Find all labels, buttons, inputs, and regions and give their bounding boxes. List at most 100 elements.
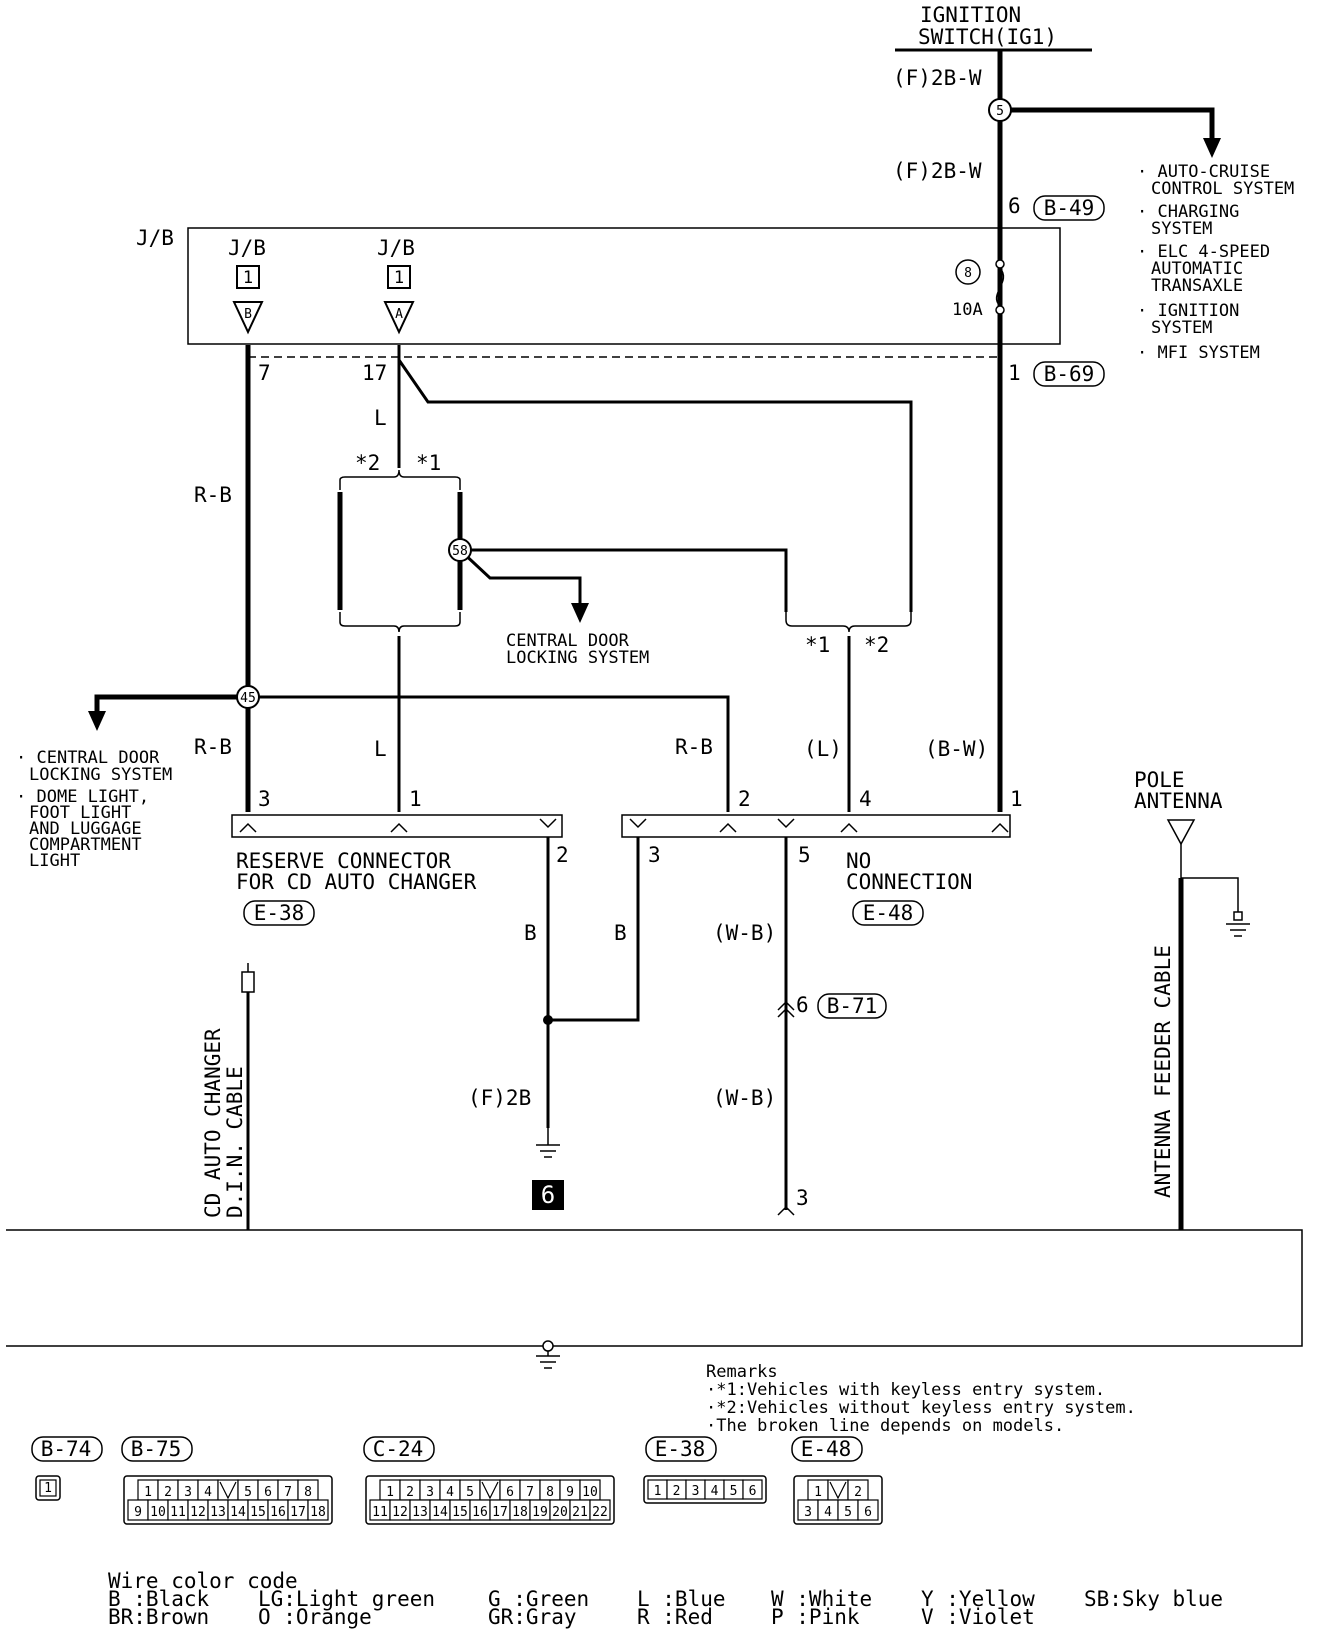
connector-view-id: C-24 xyxy=(373,1437,424,1461)
cavity-number: 4 xyxy=(204,1485,212,1500)
key-mark xyxy=(481,1481,499,1500)
connector-id-badge xyxy=(31,1436,103,1462)
cavity-number: 8 xyxy=(304,1485,312,1500)
cavity-number: 4 xyxy=(711,1484,719,1499)
arrow-down-icon xyxy=(571,603,589,623)
connector-cavity xyxy=(39,1479,57,1497)
svg-text:58: 58 xyxy=(452,544,468,559)
cavity-number: 8 xyxy=(546,1485,554,1500)
ground-point-badge xyxy=(532,1180,564,1210)
svg-text:G :Green: G :Green xyxy=(488,1587,589,1611)
cavity-number: 16 xyxy=(472,1505,488,1520)
svg-text:LG:Light green: LG:Light green xyxy=(258,1587,435,1611)
cavity-number: 11 xyxy=(170,1505,186,1520)
svg-text:1: 1 xyxy=(409,787,422,811)
svg-text:FOOT LIGHT: FOOT LIGHT xyxy=(29,803,131,823)
pin-17: 17 xyxy=(362,361,387,385)
cavity-number: 3 xyxy=(692,1484,700,1499)
cavity-number: 17 xyxy=(492,1505,508,1520)
cavity-number: 14 xyxy=(230,1505,246,1520)
connector-view-id: B-75 xyxy=(131,1437,182,1461)
cavity-number: 2 xyxy=(673,1484,681,1499)
brace-lower xyxy=(339,612,461,633)
svg-text:5: 5 xyxy=(798,843,811,867)
cavity-number: 16 xyxy=(270,1505,286,1520)
connector-cavity xyxy=(857,1499,879,1521)
connector-housing xyxy=(35,1475,61,1501)
wire-f2bw-top: (F)2B-W xyxy=(893,66,982,90)
key-mark xyxy=(219,1481,237,1500)
svg-text:LOCKING SYSTEM: LOCKING SYSTEM xyxy=(29,765,172,785)
svg-text:W :White: W :White xyxy=(771,1587,872,1611)
svg-text:· MFI SYSTEM: · MFI SYSTEM xyxy=(1137,343,1260,363)
connector-id-badge xyxy=(363,1436,435,1462)
wire-f2bw-mid: (F)2B-W xyxy=(893,159,982,183)
svg-text:1: 1 xyxy=(394,268,404,288)
connector-e38-badge xyxy=(243,900,315,926)
cavity-number: 5 xyxy=(466,1485,474,1500)
svg-text:ANTENNA: ANTENNA xyxy=(1134,789,1223,813)
cavity-number: 18 xyxy=(512,1505,528,1520)
cavity-number: 3 xyxy=(184,1485,192,1500)
svg-text:*2: *2 xyxy=(864,633,889,657)
cavity-number: 3 xyxy=(426,1485,434,1500)
cavity-number: 5 xyxy=(844,1505,852,1520)
splice-58 xyxy=(448,538,472,562)
svg-text:O :Orange: O :Orange xyxy=(258,1605,372,1629)
svg-text:AND LUGGAGE: AND LUGGAGE xyxy=(29,819,142,839)
svg-text:J/B: J/B xyxy=(228,236,266,260)
cavity-number: 13 xyxy=(412,1505,428,1520)
connector-housing xyxy=(793,1475,883,1525)
cavity-number: 3 xyxy=(804,1505,812,1520)
svg-text:*2: *2 xyxy=(355,451,380,475)
cavity-number: 5 xyxy=(244,1485,252,1500)
connector-cavity xyxy=(742,1479,763,1500)
cavity-number: 1 xyxy=(654,1484,662,1499)
ignition-switch-label: IGNITION SWITCH(IG1) xyxy=(918,3,1057,49)
svg-text:SWITCH(IG1): SWITCH(IG1) xyxy=(918,25,1057,49)
jb-label: J/B xyxy=(136,226,174,250)
reserve-connector-label: RESERVE CONNECTOR xyxy=(236,849,451,873)
svg-text:L: L xyxy=(374,406,387,430)
wire-splice45-right xyxy=(248,695,730,812)
cavity-number: 21 xyxy=(572,1505,588,1520)
svg-text:R :Red: R :Red xyxy=(637,1605,713,1629)
svg-text:B :Black: B :Black xyxy=(108,1587,210,1611)
connector-housing xyxy=(365,1475,615,1525)
wire-central-door xyxy=(458,548,582,605)
connector-b69: B-69 xyxy=(1044,362,1095,386)
svg-text:B: B xyxy=(614,921,627,945)
connector-view-id: B-74 xyxy=(41,1437,92,1461)
svg-text:· CHARGING: · CHARGING xyxy=(1137,202,1239,222)
connector-id-badge xyxy=(791,1436,863,1462)
svg-text:SYSTEM: SYSTEM xyxy=(1151,219,1212,239)
wire-splice58-right xyxy=(460,548,788,612)
connector-e48: E-48 xyxy=(863,901,914,925)
connector-b49-badge xyxy=(1033,195,1105,221)
cavity-number: 2 xyxy=(406,1485,414,1500)
connector-view-id: E-48 xyxy=(801,1437,852,1461)
svg-text:3: 3 xyxy=(258,787,271,811)
svg-text:3: 3 xyxy=(648,843,661,867)
cavity-number: 13 xyxy=(210,1505,226,1520)
cavity-number: 1 xyxy=(44,1481,52,1496)
connector-b71: B-71 xyxy=(827,994,878,1018)
svg-text:R-B: R-B xyxy=(194,483,232,507)
antenna-icon xyxy=(1166,819,1196,846)
svg-text:SB:Sky blue: SB:Sky blue xyxy=(1084,1587,1223,1611)
radio-unit-box xyxy=(6,1229,1303,1347)
central-door-label: CENTRAL DOOR xyxy=(506,631,630,651)
svg-text:AUTOMATIC: AUTOMATIC xyxy=(1151,259,1243,279)
svg-text:B: B xyxy=(244,307,252,322)
svg-text:8: 8 xyxy=(964,266,972,281)
junction-dot xyxy=(543,1015,553,1025)
wire-b-right xyxy=(548,837,640,1022)
svg-text:6: 6 xyxy=(541,1181,555,1209)
svg-text:45: 45 xyxy=(240,691,256,706)
connector-housing xyxy=(123,1475,333,1525)
cavity-number: 4 xyxy=(446,1485,454,1500)
svg-text:·*1:Vehicles with keyless entr: ·*1:Vehicles with keyless entry system. xyxy=(706,1380,1105,1400)
connector-b71-badge xyxy=(817,993,887,1019)
